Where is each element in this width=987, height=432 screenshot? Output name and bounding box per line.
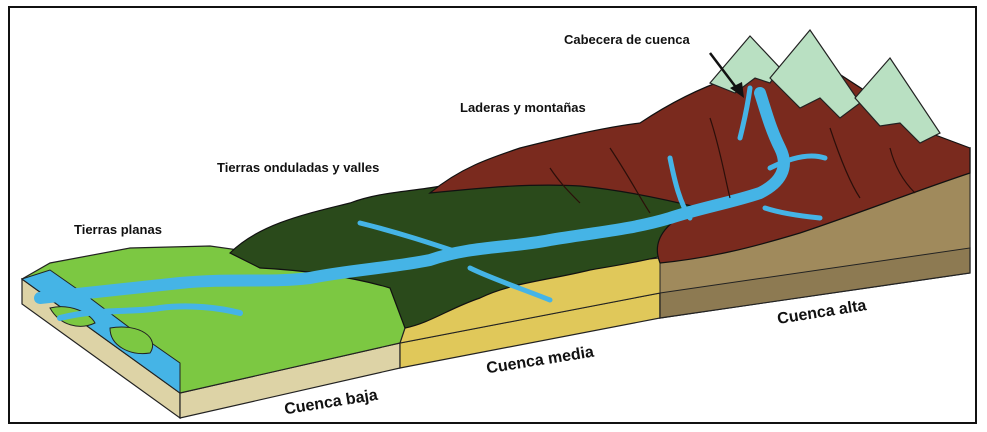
ridge-lines	[549, 117, 916, 214]
tributary-5	[762, 205, 823, 221]
tributary-6	[737, 85, 753, 141]
laderas-y-montanas	[428, 65, 971, 264]
watershed-illustration	[20, 29, 971, 420]
label-cabecera-de-cuenca: Cabecera de cuenca	[564, 32, 690, 47]
diagram-frame: Cabecera de cuenca Laderas y montañas Ti…	[8, 6, 977, 424]
delta-island-2	[109, 326, 153, 355]
cabecera-arrow-line	[709, 52, 739, 91]
tributary-2	[467, 265, 553, 303]
label-laderas-y-montanas: Laderas y montañas	[460, 100, 586, 115]
tributary-3	[667, 155, 693, 221]
peak-2	[769, 29, 861, 119]
tributary-1	[357, 220, 463, 256]
main-river	[34, 87, 790, 304]
peak-1	[709, 35, 781, 94]
label-tierras-onduladas-y-valles: Tierras onduladas y valles	[217, 160, 380, 175]
tributary-4	[767, 153, 828, 171]
cabecera-arrow-head	[730, 82, 744, 98]
label-tierras-planas: Tierras planas	[74, 222, 162, 237]
delta-channel	[57, 303, 243, 321]
peak-3	[854, 57, 941, 144]
